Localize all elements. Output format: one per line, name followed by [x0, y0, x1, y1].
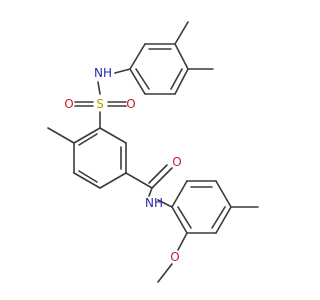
atom-label-oxygen-sulfonyl-left: O [64, 97, 73, 111]
bond [73, 127, 101, 144]
bond [148, 164, 168, 184]
bond [148, 187, 153, 197]
bond [135, 68, 150, 90]
bond [114, 68, 131, 74]
amide-group [125, 164, 173, 208]
atom-label-sulfur: S [96, 97, 104, 111]
bond [174, 21, 189, 45]
bond [129, 43, 146, 70]
bond [171, 180, 188, 208]
bond [78, 170, 98, 183]
atom-label-nh-sulfonamide: NH [94, 66, 112, 80]
bond [129, 68, 146, 95]
bond [78, 133, 98, 146]
ring-dimethylphenyl [129, 21, 214, 95]
bond [151, 167, 173, 189]
bond [174, 68, 189, 95]
atom-label-nh-amide: NH [145, 196, 163, 210]
bond [157, 199, 173, 208]
atom-label-oxygen-methoxy: O [170, 250, 179, 264]
bond [99, 172, 127, 189]
bond [73, 172, 101, 189]
bond [47, 127, 75, 144]
ring-methoxymethylphenyl [157, 180, 259, 283]
bond [97, 81, 101, 95]
bond [171, 206, 188, 234]
bond [125, 172, 153, 189]
bond [170, 68, 183, 90]
bond [99, 127, 127, 144]
bond [177, 206, 192, 229]
ring-benzamide [47, 127, 127, 189]
bond [157, 263, 173, 283]
atom-label-oxygen-sulfonyl-right: O [126, 97, 135, 111]
bond [174, 43, 189, 70]
bond [211, 206, 226, 229]
bond [215, 180, 232, 208]
structure-diagram: NH S O O O NH O [47, 21, 259, 283]
atom-label-oxygen-carbonyl: O [172, 155, 181, 169]
bond [177, 232, 188, 251]
sulfonyl-group [74, 101, 127, 129]
molecule-canvas: NH S O O O NH O [47, 21, 259, 283]
bond [215, 206, 232, 234]
